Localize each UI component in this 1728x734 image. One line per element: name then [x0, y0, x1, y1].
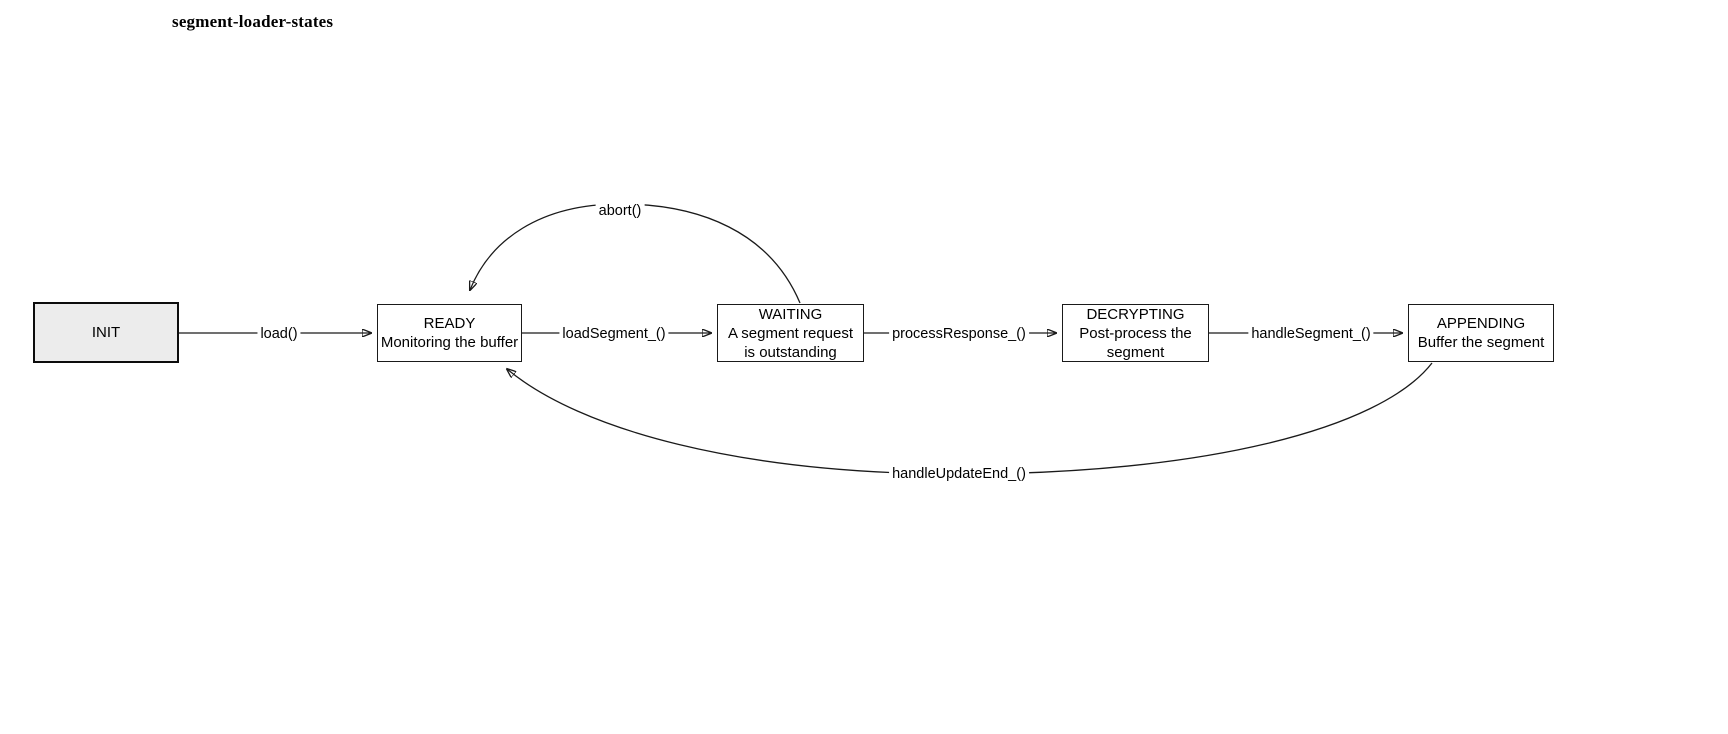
edge-label-load: load()	[257, 326, 301, 342]
state-node-init[interactable]: INIT	[33, 302, 179, 363]
state-node-ready[interactable]: READY Monitoring the buffer	[377, 304, 522, 362]
state-node-init-title: INIT	[91, 324, 121, 341]
edge-appending-ready-update	[507, 362, 1433, 475]
state-node-waiting-title: WAITING	[758, 305, 823, 323]
edge-label-process-response: processResponse_()	[889, 326, 1029, 342]
state-node-appending[interactable]: APPENDING Buffer the segment	[1408, 304, 1554, 362]
edge-label-abort: abort()	[595, 203, 645, 219]
state-node-appending-title: APPENDING	[1436, 315, 1526, 332]
state-node-decrypting-title: DECRYPTING	[1086, 305, 1185, 323]
state-node-appending-desc: Buffer the segment	[1417, 334, 1545, 351]
edge-label-handle-segment: handleSegment_()	[1248, 326, 1374, 342]
edge-label-handle-update-end: handleUpdateEnd_()	[889, 466, 1029, 482]
state-node-ready-desc: Monitoring the buffer	[380, 334, 519, 351]
diagram-title: segment-loader-states	[172, 12, 334, 31]
edge-label-load-segment: loadSegment_()	[559, 326, 669, 342]
state-node-ready-title: READY	[423, 315, 476, 332]
